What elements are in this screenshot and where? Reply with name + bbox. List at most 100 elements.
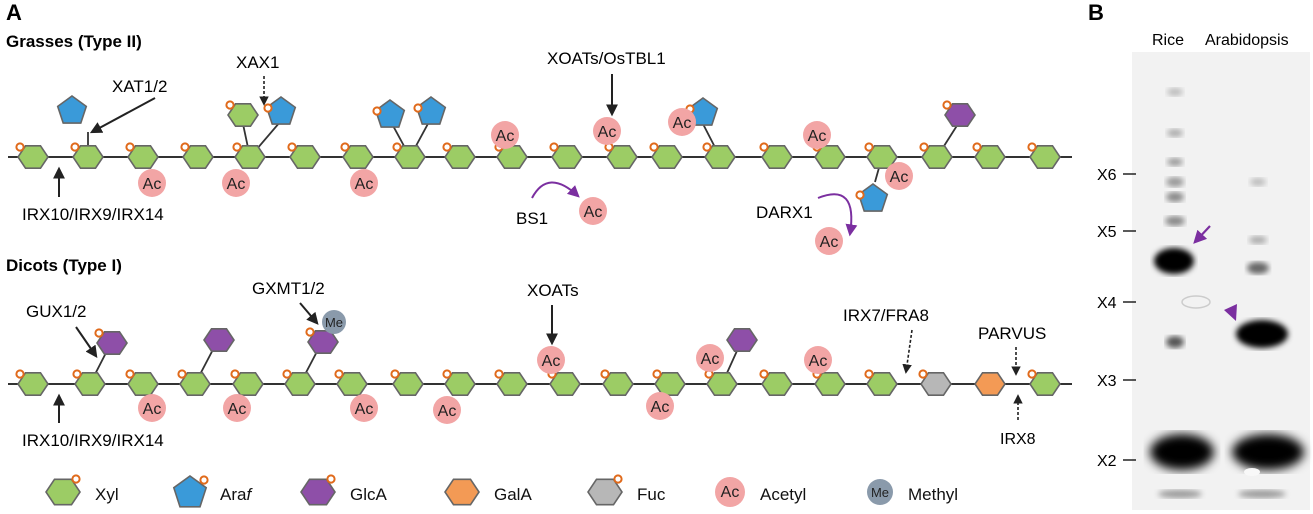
- xoats-label: XOATs: [527, 281, 579, 300]
- glca-residue: [944, 103, 976, 127]
- methyl-label: Me: [325, 315, 343, 330]
- acetyl-label: Ac: [542, 353, 561, 370]
- xyl-residue: [814, 145, 846, 169]
- marker-x3: X3: [1097, 373, 1117, 390]
- legend-label-methyl: Methyl: [908, 485, 958, 504]
- xyl-residue: [342, 145, 374, 169]
- legend-label-fuc: Fuc: [637, 485, 666, 504]
- legend-label-italic: f: [246, 485, 253, 504]
- irx7-label: IRX7/FRA8: [843, 306, 929, 325]
- tlc-plate: [1132, 52, 1310, 510]
- acetyl-label: Ac: [820, 234, 839, 251]
- acetyl-group: [350, 394, 378, 422]
- xyl-residue: [74, 371, 106, 397]
- spot-arab-x37: [1236, 320, 1288, 348]
- gxmt-label: GXMT1/2: [252, 279, 325, 298]
- acetyl-label: Ac: [143, 176, 162, 193]
- xyl-residue: [444, 145, 476, 169]
- xyl-residue: [761, 371, 793, 397]
- acetyl-group: [537, 346, 565, 374]
- xyl-residue: [921, 145, 953, 169]
- xyl-residue: [232, 371, 264, 397]
- reducing-end-dot: [70, 142, 80, 152]
- reducing-end-dot: [613, 474, 623, 484]
- panel-a-label: A: [6, 0, 22, 25]
- reducing-end-dot: [71, 474, 81, 484]
- reducing-end-dot: [340, 142, 350, 152]
- xyl-residue: [1029, 371, 1061, 397]
- bs1-label: BS1: [516, 209, 548, 228]
- darx1-label: DARX1: [756, 203, 813, 222]
- xyl-residue: [289, 145, 321, 169]
- reducing-end-dot: [15, 142, 25, 152]
- arab-band-arrowhead: [1224, 304, 1237, 321]
- reducing-end-dot: [864, 369, 874, 379]
- spot-rice-x35: [1166, 336, 1184, 348]
- marker-x4: X4: [1097, 295, 1117, 312]
- acetyl-label: Ac: [584, 204, 603, 221]
- reducing-end-dot: [125, 369, 135, 379]
- reducing-end-dot: [263, 103, 273, 113]
- darx1-curve-arrow: [817, 193, 858, 237]
- glca-residue: [726, 327, 758, 353]
- spot-rice-faint-1: [1167, 88, 1183, 96]
- grasses-title: Grasses (Type II): [6, 32, 142, 51]
- reducing-end-dot: [918, 369, 928, 379]
- reducing-end-dot: [94, 328, 104, 338]
- xyl-residue: [127, 145, 159, 169]
- acetyl-group: [696, 344, 724, 372]
- xyl-residue: [549, 371, 581, 397]
- reducing-end-dot: [549, 142, 559, 152]
- spot-rice-x2: [1150, 434, 1214, 470]
- xyl-residue: [182, 145, 214, 169]
- spot-arab-faint-1: [1250, 178, 1266, 186]
- reducing-end-dot: [305, 327, 315, 337]
- marker-x6: X6: [1097, 167, 1117, 184]
- acetyl-group: [138, 394, 166, 422]
- reducing-end-dot: [652, 369, 662, 379]
- legend-gala-hexagon: [444, 478, 480, 506]
- legend-label-ara: Araf: [220, 485, 253, 504]
- reducing-end-dot: [230, 369, 240, 379]
- xyl-residue: [551, 145, 583, 169]
- spot-rice-faint-2: [1167, 129, 1183, 137]
- dicots-title: Dicots (Type I): [6, 256, 122, 275]
- xyl-residue: [1029, 145, 1061, 169]
- plate-bubble: [1181, 295, 1211, 309]
- xyl-residue: [179, 371, 211, 397]
- reducing-end-dot: [326, 474, 336, 484]
- xat-label: XAT1/2: [112, 77, 167, 96]
- legend-label-gala: GalA: [494, 485, 532, 504]
- acetyl-group: [433, 396, 461, 424]
- xyl-residue: [72, 145, 104, 169]
- reducing-end-dot: [413, 103, 423, 113]
- acetyl-group: [223, 394, 251, 422]
- xyl-residue: [814, 371, 846, 397]
- reducing-end-dot: [1027, 369, 1037, 379]
- glca-residue: [96, 330, 128, 356]
- acetyl-label: Ac: [808, 128, 827, 145]
- glca-residue: [203, 327, 235, 353]
- xax-label: XAX1: [236, 53, 279, 72]
- gala-residue: [974, 371, 1006, 397]
- acetyl-label: Ac: [355, 176, 374, 193]
- spot-rice-faint-5: [1166, 192, 1184, 202]
- lane-label-rice: Rice: [1152, 32, 1184, 49]
- reducing-end-dot: [442, 142, 452, 152]
- acetyl-group: [885, 162, 913, 190]
- legend-ara-pentagon: [172, 475, 208, 508]
- fuc-residue: [920, 371, 952, 397]
- methyl-group: [322, 310, 346, 334]
- acetyl-label: Ac: [809, 353, 828, 370]
- dicots-annotations: GUX1/2 GXMT1/2 XOATs IRX7/FRA8 PARVUS IR…: [22, 279, 1046, 450]
- bs1-curve-arrow: [531, 181, 580, 199]
- reducing-end-dot: [334, 369, 344, 379]
- reducing-end-dot: [942, 100, 952, 110]
- legend-symbol-text: Ac: [721, 484, 740, 501]
- irx8-label: IRX8: [1000, 431, 1036, 448]
- panel-b-tlc: Rice Arabidopsis X6 X5 X4 X3 X2: [1097, 32, 1310, 510]
- reducing-end-dot: [972, 142, 982, 152]
- reducing-end-dot: [864, 142, 874, 152]
- xyl-residue: [651, 145, 683, 169]
